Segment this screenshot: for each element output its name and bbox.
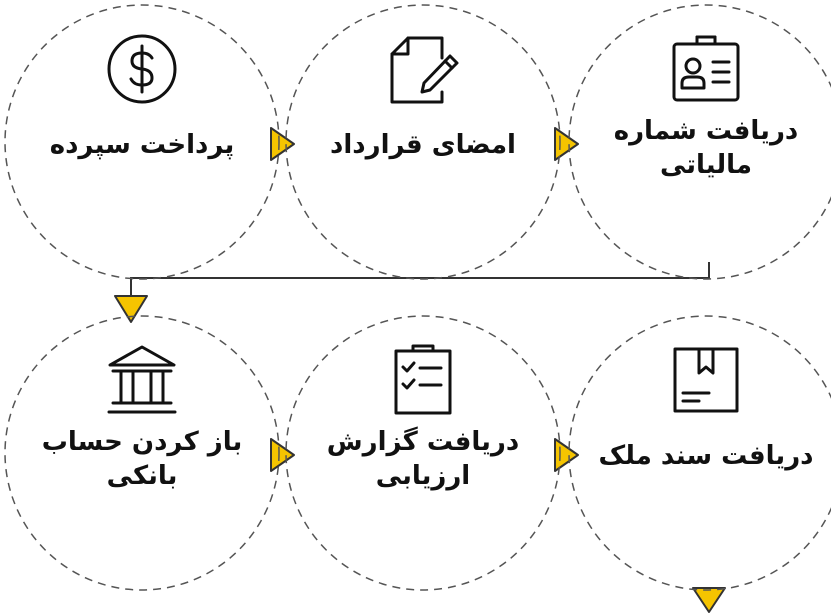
step-label-line: امضای قرارداد bbox=[330, 130, 516, 160]
arrow-head bbox=[554, 438, 579, 472]
property-deed-box-icon bbox=[673, 347, 739, 413]
arrow-head bbox=[270, 127, 295, 161]
step-tax-number: دریافت شماره مالیاتی bbox=[566, 2, 831, 282]
arrow-head bbox=[554, 127, 579, 161]
step-appraisal-report: دریافت گزارش ارزیابی bbox=[283, 313, 563, 593]
contract-pen-icon bbox=[390, 36, 459, 104]
dashed-circle bbox=[285, 315, 561, 591]
bank-building-icon bbox=[107, 345, 177, 414]
checklist-clipboard-icon bbox=[394, 344, 452, 415]
step-label: امضای قرارداد bbox=[298, 128, 548, 162]
step-label-line: دریافت سند ملک bbox=[598, 441, 814, 471]
dashed-circle bbox=[568, 4, 831, 280]
dashed-circle bbox=[4, 4, 280, 280]
dashed-circle bbox=[4, 315, 280, 591]
row-connector-line bbox=[130, 262, 710, 296]
step-property-deed: دریافت سند ملک bbox=[566, 313, 831, 593]
dashed-circle bbox=[568, 315, 831, 591]
step-label-line: پرداخت سپرده bbox=[49, 130, 235, 160]
step-label-line: دریافت شماره bbox=[613, 116, 799, 146]
step-label-line: ارزیابی bbox=[375, 461, 471, 491]
step-label: پرداخت سپرده bbox=[17, 128, 267, 162]
step-label-line: مالیاتی bbox=[659, 150, 753, 180]
step-label-line: دریافت گزارش bbox=[326, 427, 520, 457]
id-card-icon bbox=[672, 35, 740, 102]
step-label: باز کردن حساب بانکی bbox=[17, 425, 267, 493]
step-label-line: بانکی bbox=[106, 461, 178, 491]
step-label-line: باز کردن حساب bbox=[41, 427, 243, 457]
step-label: دریافت سند ملک bbox=[581, 439, 831, 473]
step-pay-deposit: پرداخت سپرده bbox=[2, 2, 282, 282]
step-open-bank-account: باز کردن حساب بانکی bbox=[2, 313, 282, 593]
dollar-coin-icon bbox=[107, 34, 177, 104]
dashed-circle bbox=[285, 4, 561, 280]
step-label: دریافت گزارش ارزیابی bbox=[298, 425, 548, 493]
arrow-head bbox=[270, 438, 295, 472]
step-sign-contract: امضای قرارداد bbox=[283, 2, 563, 282]
arrow-head bbox=[692, 587, 726, 613]
step-label: دریافت شماره مالیاتی bbox=[581, 114, 831, 182]
